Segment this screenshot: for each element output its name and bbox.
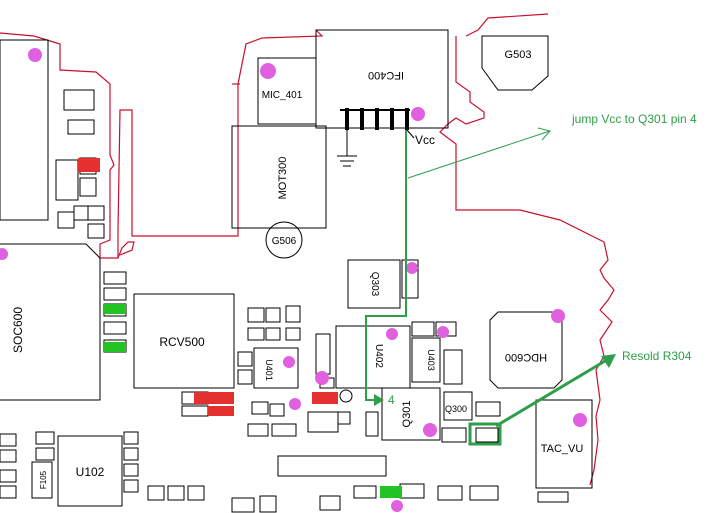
left-top-block bbox=[0, 39, 105, 239]
q303-component: Q303 bbox=[347, 259, 419, 309]
u401-label: U401 bbox=[264, 359, 274, 381]
g503-component: G503 bbox=[481, 35, 549, 91]
jump-wire-annotation bbox=[365, 127, 551, 406]
mic401-label: MIC_401 bbox=[262, 90, 303, 101]
u401-component: U401 bbox=[253, 347, 299, 389]
pin4-label: 4 bbox=[388, 393, 395, 407]
f105-label: F105 bbox=[39, 470, 48, 489]
vcc-label: Vcc bbox=[415, 133, 435, 147]
green-pad-bottom bbox=[380, 486, 402, 498]
u403-component: U403 bbox=[411, 321, 463, 385]
ground-symbol bbox=[337, 130, 357, 167]
u102-label: U102 bbox=[76, 465, 105, 479]
mot300-label: MOT300 bbox=[277, 157, 289, 200]
red-pad-top bbox=[78, 158, 100, 172]
g506-circle bbox=[265, 221, 303, 259]
q301-component: Q301 bbox=[365, 387, 441, 441]
u102-component: U102 bbox=[57, 435, 123, 507]
g506-label: G506 bbox=[272, 236, 297, 247]
tac-vu-component: TAC_VU bbox=[535, 399, 593, 503]
q300-label: Q300 bbox=[445, 404, 467, 414]
mic401-component: MIC_401 bbox=[257, 57, 317, 125]
q301-label: Q301 bbox=[401, 401, 413, 428]
q300-component: Q300 bbox=[441, 391, 501, 443]
rcv500-label: RCV500 bbox=[159, 335, 205, 349]
resold-note: Resold R304 bbox=[622, 349, 692, 363]
hdc600-component: HDC600 bbox=[489, 311, 563, 389]
green-pads-left bbox=[104, 304, 126, 352]
hdc600-label: HDC600 bbox=[505, 351, 547, 363]
u402-label: U402 bbox=[373, 344, 384, 368]
ifc400-label: IFC400 bbox=[368, 69, 404, 81]
soc600-label: SOC600 bbox=[11, 307, 25, 353]
mot300-component: MOT300 G506 bbox=[231, 125, 327, 259]
tac-vu-label: TAC_VU bbox=[541, 443, 584, 455]
u403-label: U403 bbox=[426, 349, 436, 371]
jump-note: jump Vcc to Q301 pin 4 bbox=[571, 112, 697, 126]
q303-label: Q303 bbox=[369, 272, 380, 297]
g503-label: G503 bbox=[505, 49, 532, 61]
rcv500-side-pads bbox=[237, 305, 301, 385]
resold-annotation bbox=[468, 354, 616, 446]
board-outline bbox=[0, 13, 615, 486]
soc600-component: SOC600 bbox=[0, 243, 101, 401]
test-point-markers bbox=[0, 48, 587, 512]
ifc400-pins bbox=[345, 108, 409, 130]
rcv500-component: RCV500 bbox=[133, 293, 235, 389]
u402-component: U402 bbox=[335, 325, 411, 389]
red-pads-rcv bbox=[181, 391, 338, 417]
